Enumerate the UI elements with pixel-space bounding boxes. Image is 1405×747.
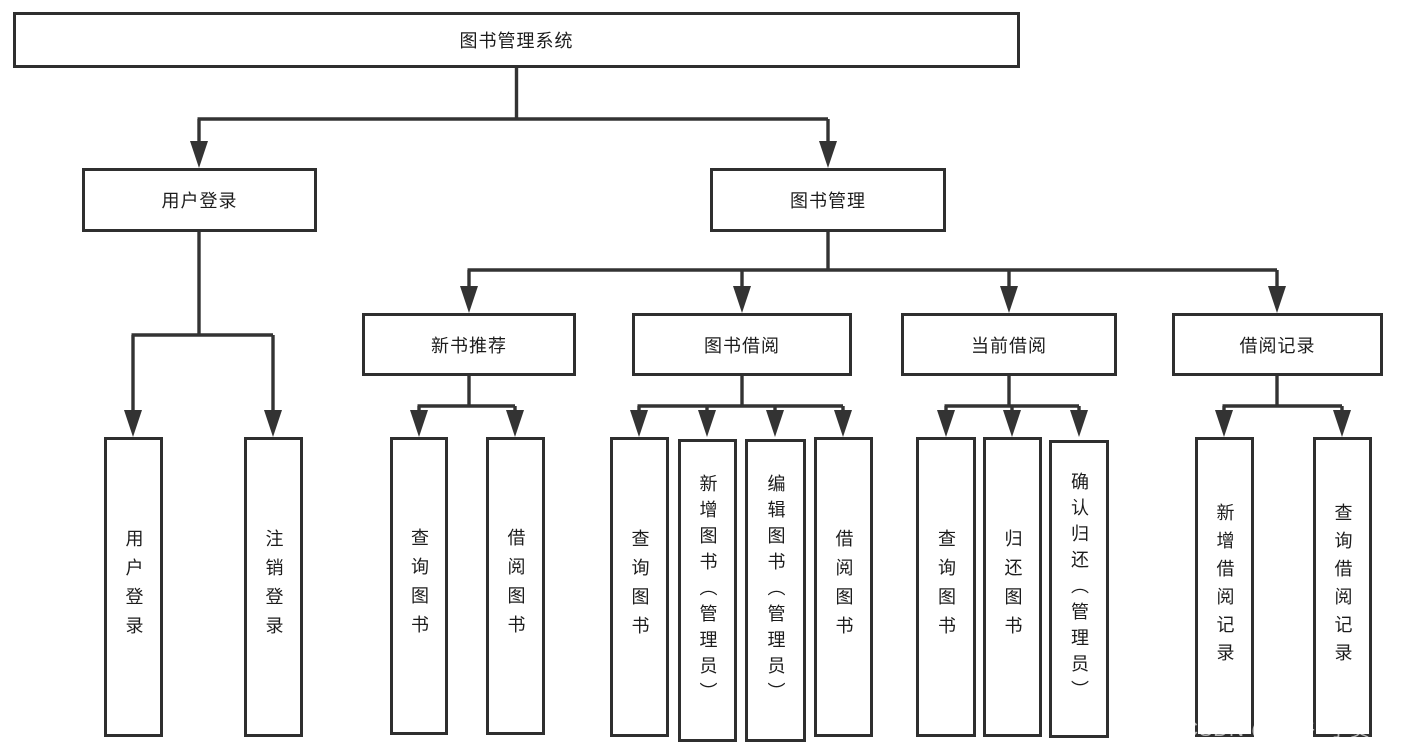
node-root-label: 图书管理系统 [459,31,574,51]
node-book-management: 图书管理 [710,168,946,232]
leaf-query-borrow-record: 查询借阅记录 [1313,437,1372,737]
leaf-borrow-query-book: 查询图书 [610,437,669,737]
leaf-add-book-admin-label: 新增图书（管理员） [697,473,718,708]
leaf-current-query-book-label: 查询图书 [936,529,956,645]
leaf-user-login-label: 用户登录 [123,529,144,645]
node-borrow-record: 借阅记录 [1172,313,1383,376]
leaf-current-query-book: 查询图书 [916,437,976,737]
connector-new-book-recommend-branch [410,376,524,437]
node-user-login-label: 用户登录 [161,191,238,211]
leaf-logout-label: 注销登录 [263,529,284,645]
node-root: 图书管理系统 [13,12,1020,68]
leaf-return-book: 归还图书 [983,437,1042,737]
node-new-book-recommend: 新书推荐 [362,313,576,376]
leaf-add-borrow-record: 新增借阅记录 [1195,437,1254,737]
connector-borrow-record-branch [1215,376,1351,437]
leaf-borrow-borrow-book: 借阅图书 [814,437,873,737]
connector-book-borrow-branch [630,374,852,437]
leaf-recommend-query-book-label: 查询图书 [409,528,429,644]
connector-book-management-branch [460,232,1286,313]
leaf-confirm-return-admin-label: 确认归还（管理员） [1069,472,1089,706]
leaf-edit-book-admin: 编辑图书（管理员） [745,439,806,742]
node-book-borrow: 图书借阅 [632,313,852,376]
connector-root-to-level2 [190,68,837,168]
leaf-edit-book-admin-label: 编辑图书（管理员） [765,473,786,708]
leaf-add-borrow-record-label: 新增借阅记录 [1214,503,1235,671]
node-borrow-record-label: 借阅记录 [1239,335,1316,356]
leaf-return-book-label: 归还图书 [1002,529,1023,645]
leaf-logout: 注销登录 [244,437,303,737]
connector-current-borrow-branch [937,376,1088,437]
node-current-borrow-label: 当前借阅 [971,335,1047,356]
csdn-watermark: CSDN @软件_小贺同学 [1183,718,1405,741]
leaf-borrow-query-book-label: 查询图书 [629,529,650,645]
node-book-management-label: 图书管理 [790,191,866,211]
node-new-book-recommend-label: 新书推荐 [431,335,507,356]
node-user-login: 用户登录 [82,168,317,232]
leaf-recommend-borrow-book-label: 借阅图书 [505,528,526,644]
leaf-confirm-return-admin: 确认归还（管理员） [1049,440,1109,738]
leaf-query-borrow-record-label: 查询借阅记录 [1332,503,1353,671]
leaf-add-book-admin: 新增图书（管理员） [678,439,737,742]
leaf-recommend-query-book: 查询图书 [390,437,448,735]
leaf-borrow-borrow-book-label: 借阅图书 [833,529,854,645]
node-current-borrow: 当前借阅 [901,313,1117,376]
leaf-recommend-borrow-book: 借阅图书 [486,437,545,735]
leaf-user-login: 用户登录 [104,437,163,737]
connector-user-login-branch [124,232,282,437]
node-book-borrow-label: 图书借阅 [704,335,780,356]
